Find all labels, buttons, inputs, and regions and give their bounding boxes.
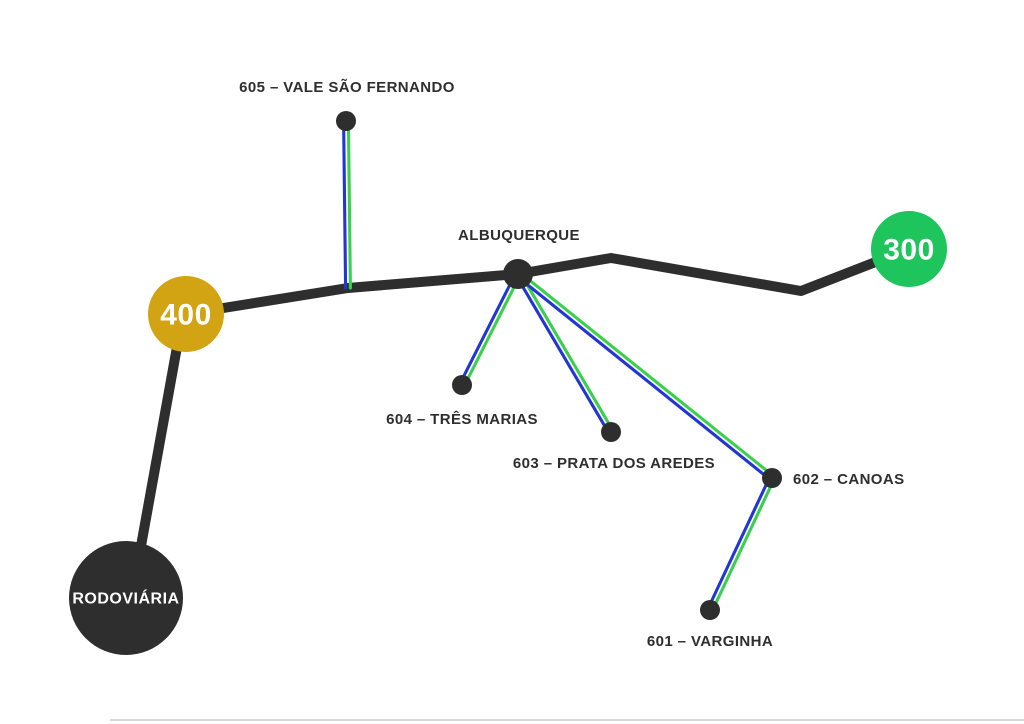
terminal-label-400: 400 bbox=[160, 299, 212, 332]
stop-label-602: 602 – CANOAS bbox=[793, 471, 905, 488]
stop-label-601: 601 – VARGINHA bbox=[647, 633, 773, 650]
trunk-line-400-albuquerque-300 bbox=[181, 244, 914, 319]
stop-label-605: 605 – VALE SÃO FERNANDO bbox=[239, 78, 455, 96]
route-albuquerque-603-green-line bbox=[518, 271, 615, 433]
route-602-601-green-line bbox=[710, 477, 776, 613]
route-albuquerque-602-blue-line bbox=[514, 274, 773, 482]
trunk-line-400-rodoviaria bbox=[134, 342, 182, 562]
terminal-label-300: 300 bbox=[883, 234, 935, 267]
route-albuquerque-604-blue-line bbox=[458, 271, 518, 386]
terminal-circle-400 bbox=[148, 276, 224, 352]
route-602-601-blue-line bbox=[706, 475, 772, 611]
route-605-vale-sao-fernando-green-line bbox=[346, 119, 352, 290]
stop-dot-602 bbox=[762, 468, 782, 488]
stop-dot-605 bbox=[336, 111, 356, 131]
route-albuquerque-604-green-line bbox=[462, 273, 522, 388]
stop-label-604: 604 – TRÊS MARIAS bbox=[386, 410, 538, 428]
stop-label-603: 603 – PRATA DOS AREDES bbox=[513, 455, 715, 472]
stop-dot-604 bbox=[452, 375, 472, 395]
terminal-circle-300 bbox=[871, 211, 947, 287]
stop-dot-603 bbox=[601, 422, 621, 442]
route-605-vale-sao-fernando-blue-line bbox=[342, 119, 348, 290]
terminal-circle-rodoviaria bbox=[69, 541, 183, 655]
route-albuquerque-602-green-line bbox=[517, 270, 776, 478]
route-albuquerque-603-blue-line bbox=[514, 273, 611, 435]
hub-dot-albuquerque bbox=[503, 259, 533, 289]
stop-dot-601 bbox=[700, 600, 720, 620]
hub-label-albuquerque: ALBUQUERQUE bbox=[458, 227, 580, 244]
terminal-label-rodoviaria: RODOVIÁRIA bbox=[72, 589, 179, 608]
